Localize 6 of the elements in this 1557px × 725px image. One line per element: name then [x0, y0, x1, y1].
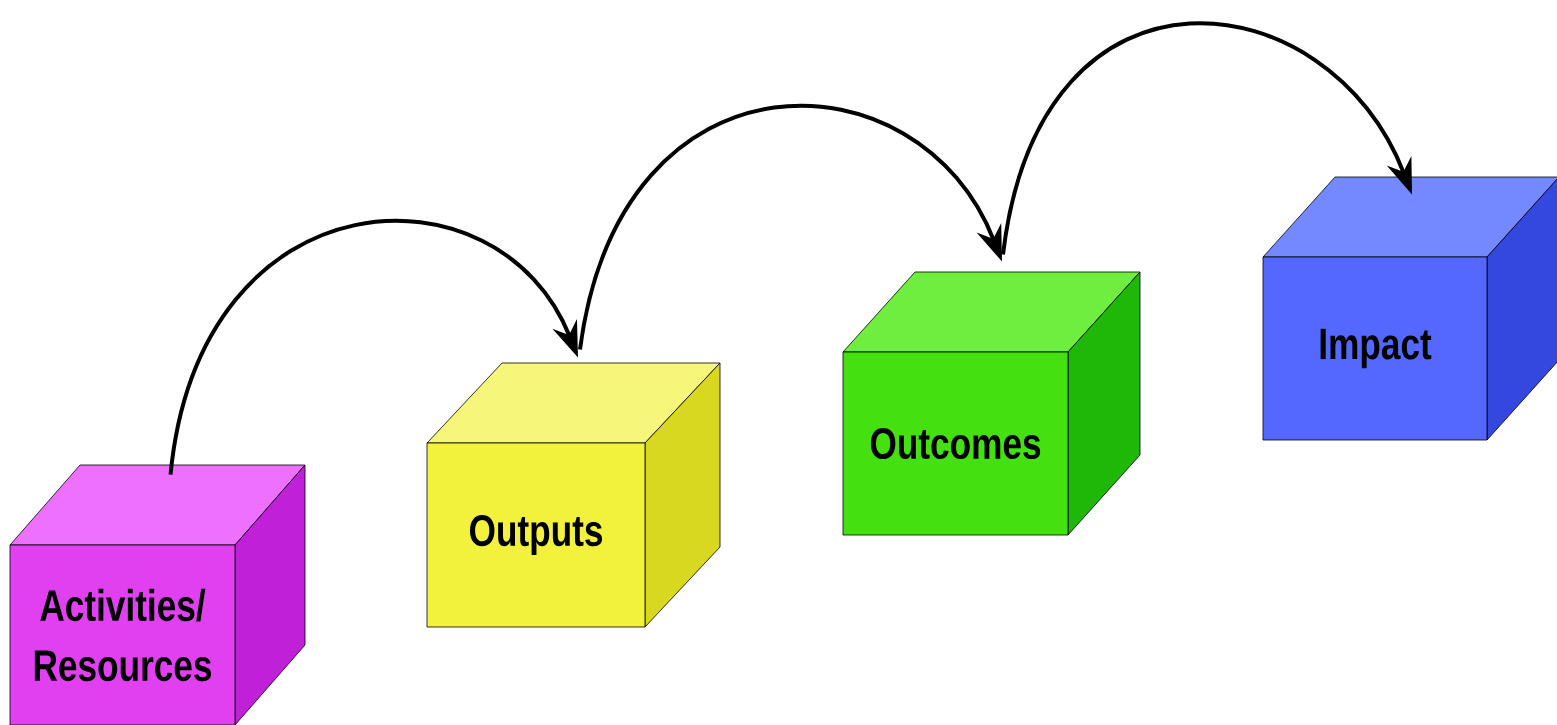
arrow	[1001, 21, 1412, 255]
cube: Impact	[1262, 176, 1557, 441]
cube: Outcomes	[842, 271, 1141, 536]
cube: Activities/ Resources	[9, 464, 306, 725]
arrow	[578, 104, 1002, 351]
cube: Outputs	[426, 362, 721, 628]
